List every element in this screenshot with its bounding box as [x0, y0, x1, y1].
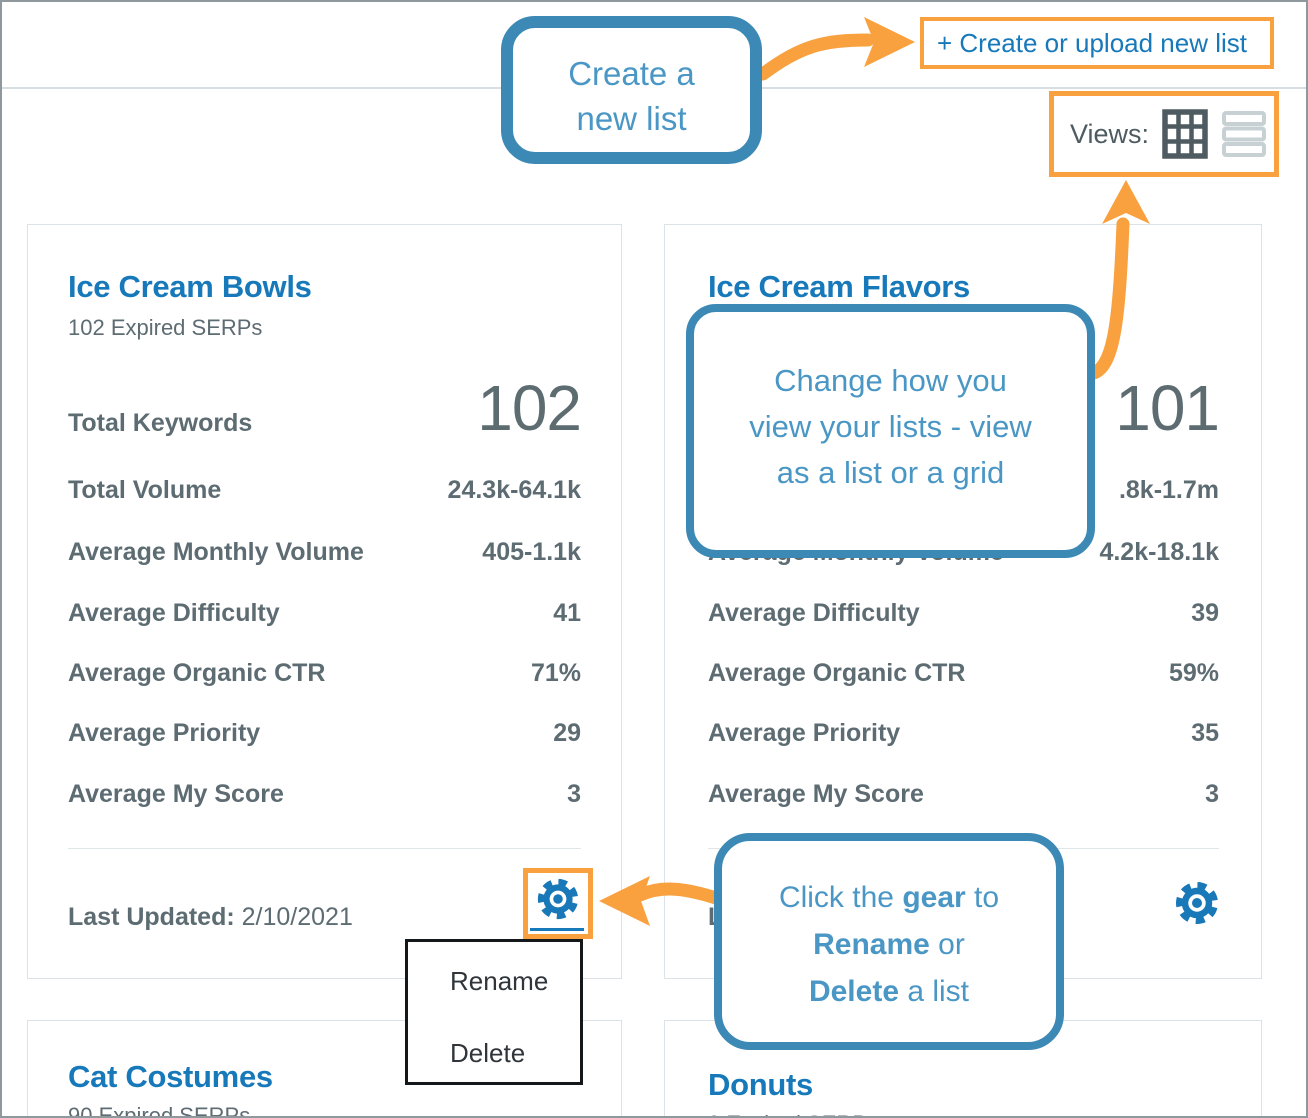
- last-updated: Last Updated: 2/10/2021: [68, 903, 353, 932]
- total-keywords-label: Total Keywords: [68, 409, 253, 437]
- stat-row: Average Difficulty 41: [68, 599, 581, 628]
- list-title[interactable]: Ice Cream Flavors: [708, 269, 970, 304]
- views-toggle: Views:: [1049, 91, 1279, 177]
- stat-row: Average Organic CTR 59%: [708, 659, 1219, 688]
- arrowhead-create: [864, 17, 915, 67]
- stat-value: 405-1.1k: [482, 538, 581, 566]
- stat-row: Total Volume 24.3k-64.1k: [68, 476, 581, 505]
- create-list-button[interactable]: + Create or upload new list: [920, 17, 1274, 69]
- stat-value: 71%: [530, 659, 581, 687]
- arrowhead-views: [1102, 180, 1150, 224]
- stat-row: Average Organic CTR 71%: [68, 659, 581, 688]
- callout-line: Create a: [568, 55, 695, 92]
- callout-line: new list: [576, 100, 687, 137]
- callout-line: as a list or a grid: [776, 455, 1005, 490]
- callout-line: Rename or: [813, 928, 965, 961]
- expired-serps-label: 90 Expired SERPs: [68, 1103, 251, 1118]
- views-label: Views:: [1070, 118, 1150, 149]
- last-updated-value: 2/10/2021: [241, 903, 353, 931]
- gear-highlight-box: [523, 868, 593, 939]
- menu-item-delete[interactable]: Delete: [450, 1038, 526, 1068]
- stat-row: Average Priority 35: [708, 719, 1219, 748]
- grid-view-icon[interactable]: [1162, 109, 1208, 159]
- create-list-button-label: + Create or upload new list: [937, 27, 1248, 58]
- stat-value: 59%: [1168, 659, 1219, 687]
- stat-row: Average Priority 29: [68, 719, 581, 748]
- stat-label: Average Difficulty: [708, 599, 920, 627]
- callout-line: Change how you: [774, 363, 1007, 398]
- callout-create-new-list: Create a new list: [501, 16, 762, 164]
- callout-line: Click the gear to: [778, 881, 1000, 914]
- stat-row: Average My Score 3: [68, 780, 581, 809]
- stat-label: Average My Score: [708, 780, 924, 808]
- gear-underline: [530, 928, 584, 931]
- total-keywords-value: 101: [1115, 372, 1220, 444]
- stat-label: Average Priority: [68, 719, 261, 747]
- total-keywords-value: 102: [477, 372, 582, 444]
- last-updated-label: Last Updated:: [68, 903, 235, 931]
- stat-value: 29: [553, 719, 581, 747]
- gear-icon[interactable]: [1173, 879, 1221, 927]
- expired-serps-label: 102 Expired SERPs: [68, 315, 263, 340]
- stat-value: 4.2k-18.1k: [1099, 538, 1219, 566]
- stat-row: Average My Score 3: [708, 780, 1219, 809]
- callout-gear-menu: Click the gear to Rename or Delete a lis…: [714, 833, 1064, 1050]
- stat-label: Average Priority: [708, 719, 901, 747]
- list-card-ice-cream-bowls: Ice Cream Bowls 102 Expired SERPs Total …: [27, 224, 622, 979]
- stat-value: 3: [567, 780, 581, 808]
- arrow-create: [756, 33, 875, 81]
- stat-label: Average Organic CTR: [68, 659, 326, 687]
- list-title[interactable]: Donuts: [708, 1067, 813, 1102]
- list-title[interactable]: Cat Costumes: [68, 1059, 273, 1094]
- stat-value: 24.3k-64.1k: [447, 476, 581, 504]
- stat-label: Average My Score: [68, 780, 284, 808]
- list-title[interactable]: Ice Cream Bowls: [68, 269, 312, 304]
- callout-line: view your lists - view: [749, 409, 1032, 444]
- stat-value: 41: [553, 599, 581, 627]
- callout-line: Delete a list: [808, 975, 970, 1008]
- card-divider: [68, 848, 581, 849]
- stat-label: Average Difficulty: [68, 599, 280, 627]
- stat-label: Total Volume: [68, 476, 222, 504]
- menu-item-rename[interactable]: Rename: [450, 966, 549, 996]
- stat-value: 39: [1191, 599, 1219, 627]
- stat-value: 35: [1191, 719, 1219, 747]
- callout-change-views: Change how you view your lists - view as…: [686, 304, 1095, 558]
- gear-icon[interactable]: [535, 876, 583, 924]
- list-view-icon[interactable]: [1221, 109, 1267, 159]
- stat-label: Average Monthly Volume: [68, 538, 364, 566]
- expired-serps-label: 0 Expired SERPs: [708, 1111, 878, 1116]
- stat-value: 3: [1205, 780, 1219, 808]
- gear-dropdown-menu: Rename Delete: [405, 939, 583, 1085]
- stat-label: Average Organic CTR: [708, 659, 966, 687]
- stat-value: .8k-1.7m: [1118, 476, 1219, 504]
- stat-row: Average Difficulty 39: [708, 599, 1219, 628]
- stat-row: Average Monthly Volume 405-1.1k: [68, 538, 581, 567]
